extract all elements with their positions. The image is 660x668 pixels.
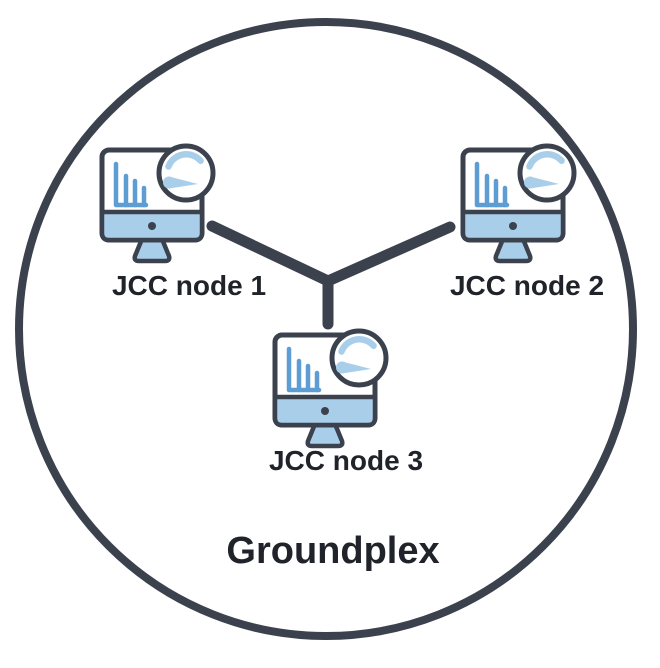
- jcc-node-1-icon: [102, 146, 213, 261]
- groundplex-label: Groundplex: [226, 530, 440, 572]
- node-connector: [206, 220, 456, 330]
- groundplex-boundary-circle: [15, 18, 637, 640]
- jcc-node-3-label: JCC node 3: [268, 445, 424, 476]
- jcc-node-1-label: JCC node 1: [111, 270, 267, 301]
- jcc-node-3-icon: [275, 331, 386, 446]
- jcc-node-2-label: JCC node 2: [449, 270, 605, 301]
- jcc-node-2-icon: [463, 146, 574, 261]
